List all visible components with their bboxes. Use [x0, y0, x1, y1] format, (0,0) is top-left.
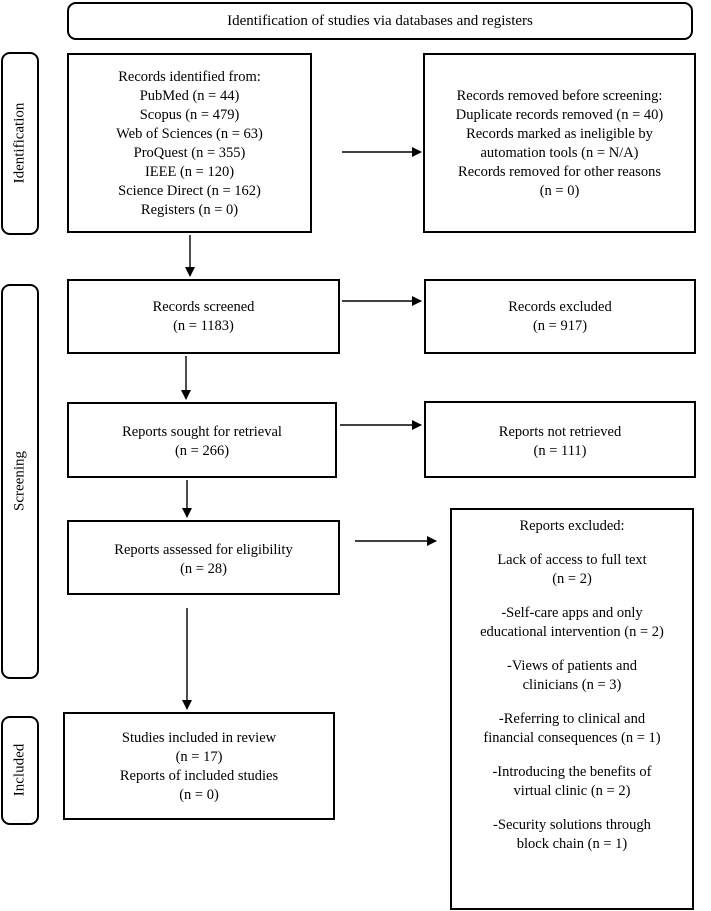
records-screened-count: (n = 1183): [173, 318, 234, 334]
source-proquest: ProQuest (n = 355): [133, 145, 246, 161]
phase-included-box: Included: [1, 716, 39, 825]
exclusion-reason: -Referring to clinical and financial con…: [483, 711, 661, 746]
studies-included-box: Studies included in review (n = 17) Repo…: [63, 712, 335, 820]
studies-included-label: Studies included in review: [121, 730, 277, 746]
reports-not-retrieved-box: Reports not retrieved (n = 111): [424, 401, 696, 478]
ineligible-line-1: Records marked as ineligible by: [466, 126, 653, 142]
source-ieee: IEEE (n = 120): [144, 164, 235, 180]
exclusion-reason: -Security solutions through block chain …: [493, 817, 651, 852]
exclusion-reason: -Introducing the benefits of virtual cli…: [492, 764, 652, 799]
source-science-direct: Science Direct (n = 162): [118, 183, 261, 199]
reports-sought-label: Reports sought for retrieval: [122, 424, 282, 440]
records-screened-label: Records screened: [152, 299, 255, 315]
header-box: Identification of studies via databases …: [67, 2, 693, 40]
reports-assessed-count: (n = 28): [180, 561, 227, 577]
ineligible-line-2: automation tools (n = N/A): [480, 145, 639, 161]
reports-not-retrieved-label: Reports not retrieved: [498, 424, 622, 440]
phase-screening-box: Screening: [1, 284, 39, 679]
records-identified-heading: Records identified from:: [118, 69, 261, 85]
reports-sought-box: Reports sought for retrieval (n = 266): [67, 402, 337, 478]
reports-included-label: Reports of included studies: [119, 768, 279, 784]
source-scopus: Scopus (n = 479): [139, 107, 240, 123]
reports-excluded-heading: Reports excluded:: [519, 518, 625, 534]
records-excluded-label: Records excluded: [508, 299, 612, 315]
reports-included-count: (n = 0): [179, 787, 219, 803]
records-excluded-box: Records excluded (n = 917): [424, 279, 696, 354]
records-screened-box: Records screened (n = 1183): [67, 279, 340, 354]
other-reasons-line-2: (n = 0): [539, 183, 580, 199]
reports-sought-count: (n = 266): [174, 443, 230, 459]
exclusion-reason: Lack of access to full text (n = 2): [497, 552, 647, 587]
records-removed-heading: Records removed before screening:: [456, 88, 663, 104]
exclusion-reason: -Views of patients and clinicians (n = 3…: [507, 658, 637, 693]
source-pubmed: PubMed (n = 44): [139, 88, 240, 104]
records-identified-box: Records identified from: PubMed (n = 44)…: [67, 53, 312, 233]
records-excluded-count: (n = 917): [532, 318, 588, 334]
phase-identification-box: Identification: [1, 52, 39, 235]
duplicates-removed: Duplicate records removed (n = 40): [455, 107, 664, 123]
source-web-of-sciences: Web of Sciences (n = 63): [116, 126, 263, 142]
header-title: Identification of studies via databases …: [227, 13, 533, 29]
records-removed-box: Records removed before screening: Duplic…: [423, 53, 696, 233]
studies-included-count: (n = 17): [175, 749, 223, 765]
reports-excluded-box: Reports excluded: Lack of access to full…: [450, 508, 694, 910]
exclusion-reason: -Self-care apps and only educational int…: [480, 605, 664, 640]
reports-assessed-box: Reports assessed for eligibility (n = 28…: [67, 520, 340, 595]
source-registers: Registers (n = 0): [140, 202, 239, 218]
other-reasons-line-1: Records removed for other reasons: [458, 164, 661, 180]
reports-assessed-label: Reports assessed for eligibility: [114, 542, 293, 558]
reports-not-retrieved-count: (n = 111): [533, 443, 587, 459]
